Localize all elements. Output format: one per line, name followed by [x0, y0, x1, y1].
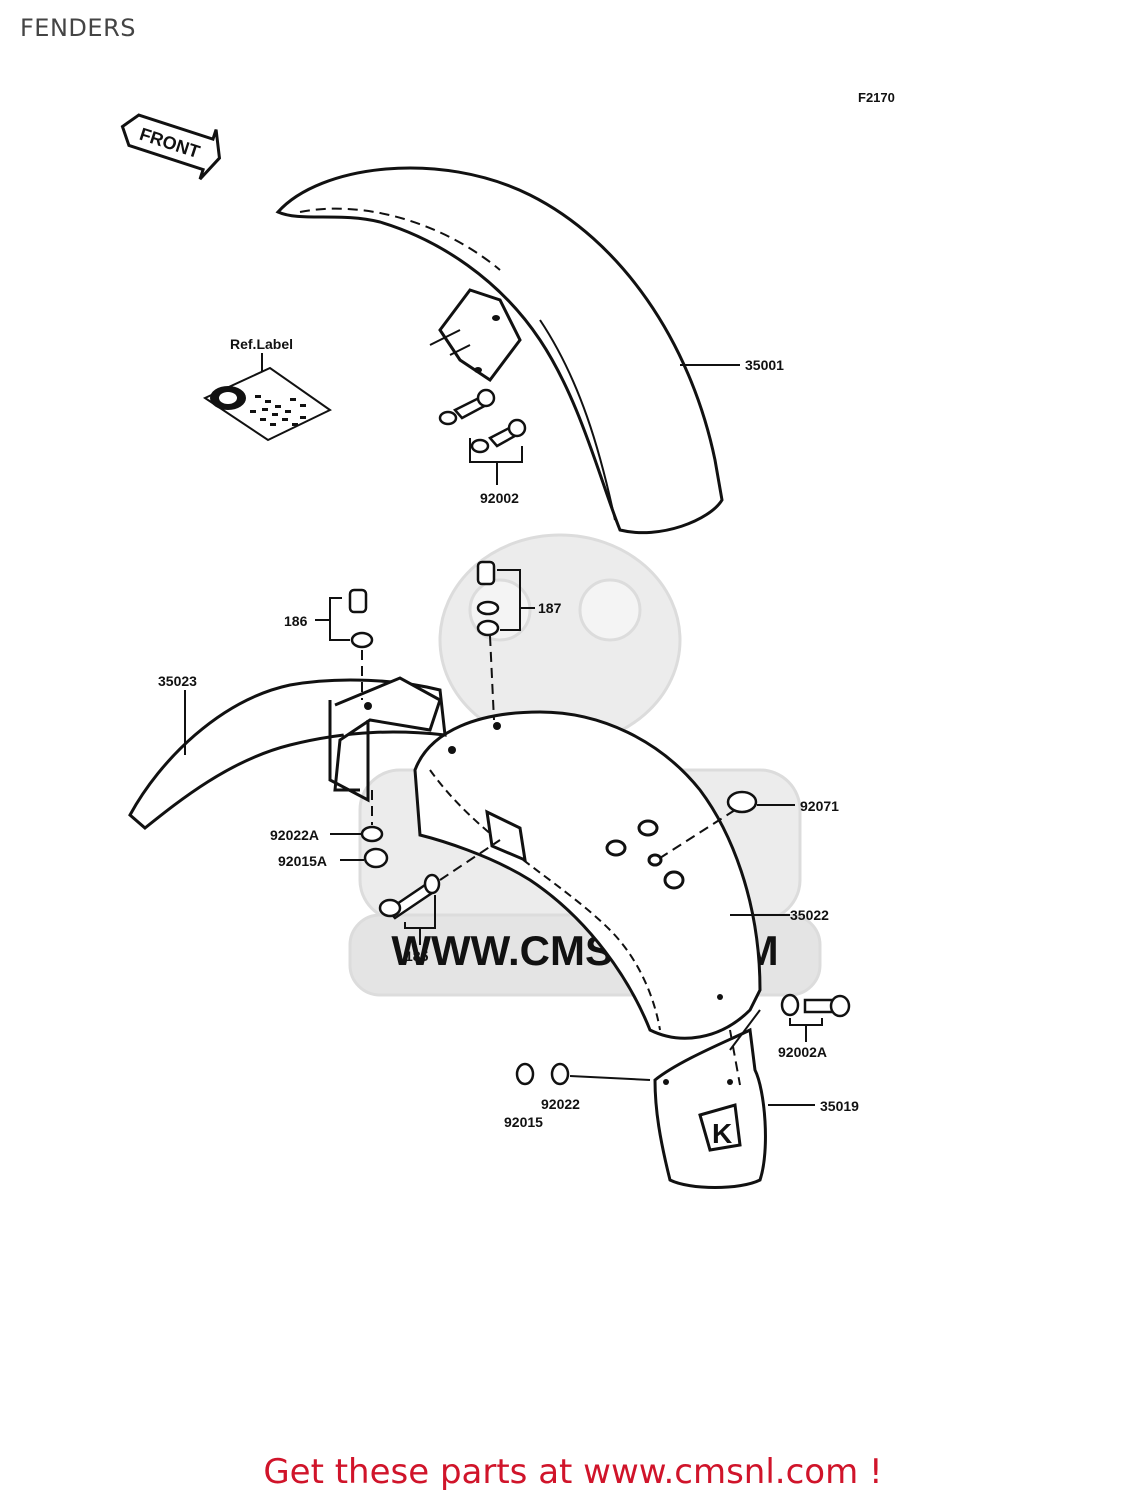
footer-link[interactable]: Get these parts at www.cmsnl.com ! [263, 1452, 883, 1492]
part-label-185[interactable]: 185 [405, 948, 429, 964]
rear-fender-35022 [413, 710, 762, 1040]
part-label-92015[interactable]: 92015 [504, 1114, 543, 1130]
figure-code: F2170 [858, 90, 895, 105]
part-label-35022[interactable]: 35022 [790, 907, 829, 923]
part-label-92002[interactable]: 92002 [480, 490, 519, 506]
assembly-lines [361, 635, 761, 1086]
part-label-35019[interactable]: 35019 [820, 1098, 859, 1114]
rear-flap-35023 [128, 676, 447, 830]
page-title: FENDERS [20, 14, 136, 42]
part-label-92022A[interactable]: 92022A [270, 827, 319, 843]
part-label-92015A[interactable]: 92015A [278, 853, 327, 869]
mud-flap-35019: K [653, 1027, 767, 1189]
part-label-92022[interactable]: 92022 [541, 1096, 580, 1112]
ref-label-caption: Ref.Label [230, 336, 293, 352]
part-label-35023[interactable]: 35023 [158, 673, 197, 689]
part-label-35001[interactable]: 35001 [745, 357, 784, 373]
part-label-187[interactable]: 187 [538, 600, 562, 616]
part-label-92002A[interactable]: 92002A [778, 1044, 827, 1060]
callout-brackets [184, 569, 823, 1106]
front-arrow-icon: FRONT [120, 113, 222, 181]
part-label-92071[interactable]: 92071 [800, 798, 839, 814]
part-label-186[interactable]: 186 [284, 613, 308, 629]
ref-label-sticker [202, 366, 332, 442]
front-fender-35001 [275, 166, 724, 535]
svg-text:K: K [712, 1118, 732, 1149]
bolt-92002 [438, 388, 527, 485]
